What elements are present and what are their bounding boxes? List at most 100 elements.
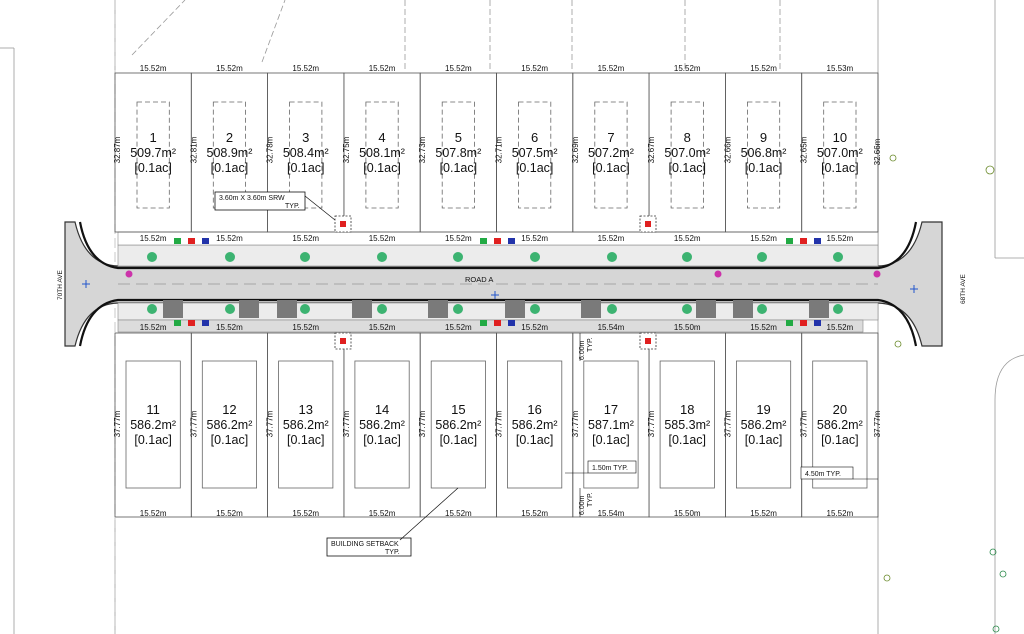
driveway-pad — [581, 300, 601, 318]
lot-number: 10 — [833, 130, 847, 145]
lot-boundary — [801, 72, 879, 233]
building-setback — [430, 360, 486, 489]
lot-acres: [0.1ac] — [363, 161, 401, 175]
survey-marker-icon — [82, 280, 918, 299]
lot-acres: [0.1ac] — [592, 433, 630, 447]
srw-note-typ: TYP. — [285, 203, 300, 210]
lot-frontage-dim: 15.52m — [521, 234, 548, 243]
lot-number: 16 — [527, 402, 541, 417]
street-label-east: 68TH AVE — [960, 273, 967, 304]
utility-box-icon — [188, 320, 195, 326]
lot-number: 1 — [150, 130, 157, 145]
utility-box-icon — [480, 238, 487, 244]
road-a: ROAD A 70TH AVE 68TH AVE — [57, 221, 967, 347]
lot-area: 507.0m² — [664, 146, 710, 160]
utility-box-icon — [508, 238, 515, 244]
tree-symbol-icon — [894, 340, 902, 348]
lot-area: 586.2m² — [283, 418, 329, 432]
lot-number: 5 — [455, 130, 462, 145]
lot-acres: [0.1ac] — [287, 161, 325, 175]
building-setback — [365, 101, 399, 209]
lot-rear-dim: 15.52m — [598, 64, 625, 73]
lot-depth-dim: 32.66m — [873, 138, 882, 165]
lot-rear-dim: 15.52m — [369, 509, 396, 518]
utility-box-icon — [494, 238, 501, 244]
lot-number: 8 — [684, 130, 691, 145]
utility-box-icon — [800, 320, 807, 326]
lot-frontage-dim: 15.52m — [216, 323, 243, 332]
lot-depth-dim: 32.87m — [113, 136, 122, 163]
hydrant-icon — [714, 270, 722, 278]
street-tree-icon — [682, 304, 692, 314]
street-tree-icon — [147, 252, 157, 262]
lot-rear-dim: 15.50m — [674, 509, 701, 518]
lot-depth-dim: 37.77m — [113, 410, 122, 437]
lot-acres: [0.1ac] — [745, 161, 783, 175]
setback-note-typ: TYP. — [385, 549, 400, 556]
lot-rear-dim: 15.54m — [598, 509, 625, 518]
utility-box-icon — [202, 238, 209, 244]
lot-number: 7 — [607, 130, 614, 145]
building-setback — [507, 360, 563, 489]
lot-area: 586.2m² — [512, 418, 558, 432]
lot-area: 507.0m² — [817, 146, 863, 160]
lot-frontage-dim: 15.52m — [750, 323, 777, 332]
street-tree-icon — [300, 252, 310, 262]
lot-frontage-dim: 15.52m — [674, 234, 701, 243]
side-setback-dim: 1.50m TYP. — [592, 465, 628, 472]
street-tree-icon — [225, 304, 235, 314]
building-setback — [594, 101, 628, 209]
lot-area: 506.8m² — [741, 146, 787, 160]
lot-number: 20 — [833, 402, 847, 417]
road-name-label: ROAD A — [465, 275, 493, 284]
utility-box-icon — [480, 320, 487, 326]
tree-symbol-icon — [985, 165, 995, 175]
lot-rear-dim: 15.52m — [445, 64, 472, 73]
hydrant-icon — [873, 270, 881, 278]
lot-frontage-dim: 15.52m — [827, 323, 854, 332]
lot-frontage-dim: 15.52m — [750, 234, 777, 243]
lot-depth-dim: 37.77m — [873, 410, 882, 437]
lot-rear-dim: 15.52m — [521, 64, 548, 73]
srw-icon — [340, 221, 651, 344]
driveways — [163, 300, 829, 318]
lot-rear-dim: 15.52m — [674, 64, 701, 73]
utility-boxes — [174, 238, 821, 326]
lot-frontage-dim: 15.52m — [827, 234, 854, 243]
lot-rear-dim: 15.52m — [827, 509, 854, 518]
lot-frontage-dim: 15.54m — [598, 323, 625, 332]
lot-rear-dim: 15.52m — [292, 509, 319, 518]
annotations: 3.60m X 3.60m SRW TYP. BUILDING SETBACK … — [214, 191, 878, 557]
rear-setback-typ: TYP. — [587, 492, 594, 507]
lot-rear-dim: 15.52m — [750, 64, 777, 73]
lot-acres: [0.1ac] — [134, 161, 172, 175]
lot-area: 586.2m² — [130, 418, 176, 432]
lot-boundary — [801, 332, 879, 518]
lot-depth-dim: 32.69m — [571, 136, 580, 163]
lot-depth-dim: 32.75m — [342, 136, 351, 163]
lot-rear-dim: 15.52m — [140, 509, 167, 518]
utility-box-icon — [814, 238, 821, 244]
utility-box-icon — [174, 320, 181, 326]
lot-number: 12 — [222, 402, 236, 417]
corner-setback-dim: 4.50m TYP. — [805, 471, 841, 478]
lot-rear-dim: 15.53m — [827, 64, 854, 73]
street-tree-icon — [530, 304, 540, 314]
lot-acres: [0.1ac] — [745, 433, 783, 447]
lot-acres: [0.1ac] — [821, 161, 859, 175]
street-label-west: 70TH AVE — [57, 269, 64, 300]
lot-number: 11 — [146, 402, 160, 417]
lot-depth-dim: 37.77m — [189, 410, 198, 437]
driveway-pad — [239, 300, 259, 318]
lot-depth-dim: 32.81m — [189, 136, 198, 163]
lot-rear-dim: 15.52m — [216, 64, 243, 73]
building-setback — [354, 360, 410, 489]
lot-frontage-dim: 15.52m — [140, 234, 167, 243]
utility-box-icon — [786, 320, 793, 326]
driveway-pad — [163, 300, 183, 318]
utility-box-icon — [786, 238, 793, 244]
building-setback — [736, 360, 792, 489]
lot-depth-dim: 37.77m — [571, 410, 580, 437]
